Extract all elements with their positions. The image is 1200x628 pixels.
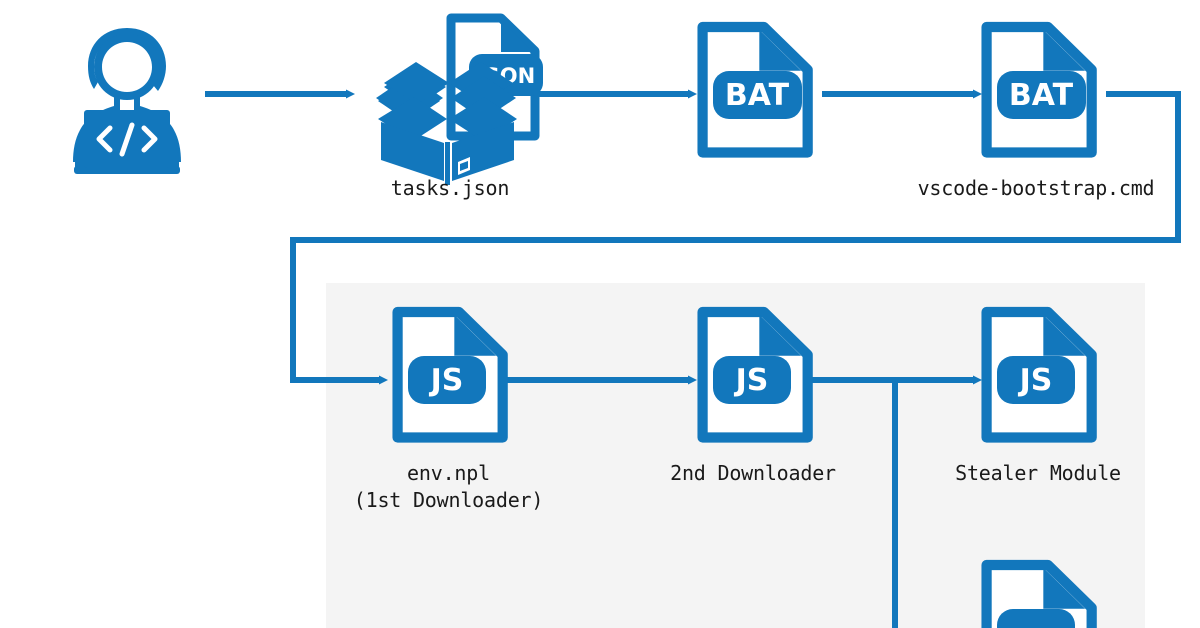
developer-laptop-icon bbox=[73, 28, 181, 174]
bat-file-1-icon: BAT bbox=[697, 21, 813, 158]
js-file-3-icon: JS bbox=[981, 306, 1097, 443]
label-stealer-module: Stealer Module bbox=[955, 461, 1121, 485]
label-env-npl-sub: (1st Downloader) bbox=[353, 488, 544, 512]
label-2nd-downloader: 2nd Downloader bbox=[670, 461, 836, 485]
js-file-2-icon: JS bbox=[697, 306, 813, 443]
code-glyph-icon bbox=[96, 122, 158, 157]
bat-badge-text-1: BAT bbox=[725, 78, 790, 113]
js-file-1-icon: JS bbox=[392, 306, 508, 443]
connectors bbox=[205, 89, 1181, 628]
package-box-icon bbox=[376, 62, 517, 185]
label-tasks-json: tasks.json bbox=[390, 176, 510, 200]
label-env-npl: env.npl bbox=[407, 461, 490, 485]
bat-badge-text-2: BAT bbox=[1009, 78, 1074, 113]
js-badge-text-2: JS bbox=[734, 363, 769, 398]
js-badge-text-1: JS bbox=[429, 363, 464, 398]
js-badge-text-3: JS bbox=[1018, 363, 1053, 398]
connector-bat2-to-js1 bbox=[290, 91, 1181, 385]
label-env-npl-group: env.npl (1st Downloader) bbox=[326, 460, 571, 514]
label-vscode-bootstrap: vscode-bootstrap.cmd bbox=[917, 176, 1155, 200]
js-file-4-icon bbox=[981, 559, 1097, 628]
bat-file-2-icon: BAT bbox=[981, 21, 1097, 158]
